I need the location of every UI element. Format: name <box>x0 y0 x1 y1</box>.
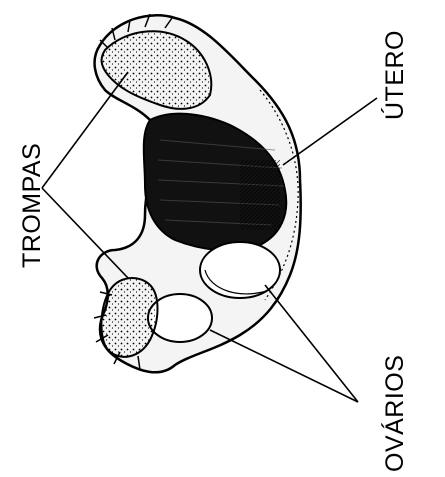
organ-illustration <box>94 14 301 372</box>
cervix-hatch <box>240 160 280 230</box>
leader-tubes-lower <box>42 188 128 278</box>
leader-ovaries-lower <box>210 330 358 402</box>
leader-ovaries-upper <box>265 285 358 402</box>
leader-uterus <box>283 98 377 165</box>
label-ovaries: OVÁRIOS <box>380 355 409 472</box>
label-uterus: ÚTERO <box>380 30 409 120</box>
label-tubes: TROMPAS <box>18 143 46 268</box>
leader-tubes-upper <box>42 72 128 188</box>
